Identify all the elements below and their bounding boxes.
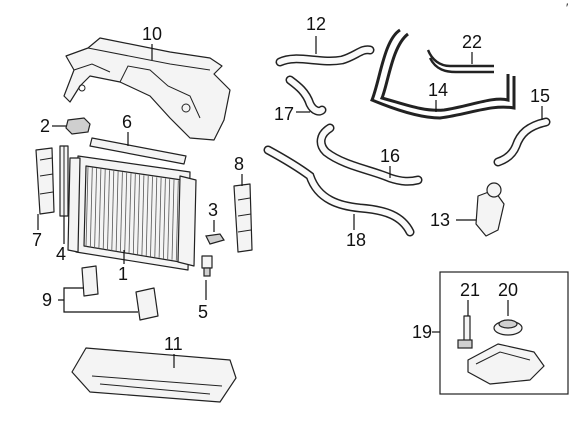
sensor-part-21[interactable] bbox=[457, 315, 473, 349]
callout-6: 6 bbox=[122, 112, 132, 132]
radiator-fin bbox=[115, 171, 119, 252]
callout-15: 15 bbox=[530, 86, 550, 106]
callout-18: 18 bbox=[346, 230, 366, 250]
callout-12: 12 bbox=[306, 14, 326, 34]
radiator-fin bbox=[85, 166, 89, 248]
callout-3: 3 bbox=[208, 200, 218, 220]
side-seal-part-4[interactable] bbox=[59, 145, 69, 217]
reservoir-part-19[interactable] bbox=[467, 343, 545, 385]
callout-8: 8 bbox=[234, 154, 244, 174]
bracket-part-9b[interactable] bbox=[135, 287, 159, 321]
radiator-fin bbox=[132, 174, 136, 255]
radiator-fin bbox=[111, 170, 115, 251]
radiator-fin bbox=[98, 168, 102, 249]
radiator-fin bbox=[137, 174, 140, 255]
radiator-fin bbox=[150, 176, 153, 257]
reservoir-group-box bbox=[439, 271, 569, 395]
bracket-part-2[interactable] bbox=[65, 117, 91, 135]
radiator-part-1[interactable] bbox=[67, 155, 197, 271]
callout-11: 11 bbox=[164, 334, 183, 354]
outlet-fitting-part-13[interactable] bbox=[475, 182, 505, 237]
upper-hose-part-12[interactable] bbox=[275, 45, 375, 67]
radiator-fin bbox=[124, 172, 128, 253]
callout-2: 2 bbox=[40, 116, 50, 136]
cap-part-20[interactable] bbox=[493, 319, 523, 336]
callout-10: 10 bbox=[142, 24, 162, 44]
radiator-fins bbox=[85, 166, 179, 261]
bracket-part-9a[interactable] bbox=[81, 265, 99, 297]
tube-assembly-part-14[interactable] bbox=[370, 28, 516, 120]
radiator-fin bbox=[158, 177, 162, 258]
small-hose-part-17[interactable] bbox=[285, 75, 327, 116]
radiator-fin bbox=[171, 179, 175, 260]
radiator-fin bbox=[107, 170, 110, 251]
callout-19: 19 bbox=[412, 322, 432, 342]
leader-9 bbox=[58, 287, 138, 313]
side-baffle-part-8[interactable] bbox=[233, 183, 253, 253]
radiator-fin bbox=[154, 177, 158, 258]
callout-1: 1 bbox=[118, 264, 128, 284]
callout-22: 22 bbox=[462, 32, 482, 52]
callout-20: 20 bbox=[498, 280, 518, 300]
callout-14: 14 bbox=[428, 80, 448, 100]
radiator-fin bbox=[94, 168, 97, 249]
callout-4: 4 bbox=[56, 244, 66, 264]
hose-part-15[interactable] bbox=[493, 117, 551, 167]
callout-7: 7 bbox=[32, 230, 42, 250]
seal-strip-part-6[interactable] bbox=[89, 137, 187, 165]
side-deflector-part-7[interactable] bbox=[35, 147, 55, 215]
drain-plug-part-5[interactable] bbox=[201, 255, 213, 277]
radiator-fin bbox=[175, 180, 179, 261]
radiator-fin bbox=[167, 179, 171, 260]
mount-part-3[interactable] bbox=[205, 233, 225, 245]
lower-deflector-part-11[interactable] bbox=[71, 347, 237, 403]
radiator-fin bbox=[163, 178, 166, 259]
hose-part-16[interactable] bbox=[316, 123, 423, 186]
radiator-fin bbox=[145, 175, 149, 256]
radiator-fin bbox=[141, 175, 145, 256]
radiator-fin bbox=[120, 172, 123, 253]
callout-9: 9 bbox=[42, 290, 52, 310]
radiator-fin bbox=[128, 173, 132, 254]
radiator-support-part[interactable] bbox=[63, 37, 231, 141]
radiator-fin bbox=[102, 169, 106, 250]
callout-17: 17 bbox=[274, 104, 294, 124]
line-part-22[interactable] bbox=[426, 49, 494, 74]
radiator-fin bbox=[89, 167, 93, 248]
callout-13: 13 bbox=[430, 210, 450, 230]
callout-5: 5 bbox=[198, 302, 208, 322]
callout-16: 16 bbox=[380, 146, 400, 166]
callout-21: 21 bbox=[460, 280, 480, 300]
pipe-part-18[interactable] bbox=[263, 145, 415, 237]
corner-mark: ′ bbox=[566, 1, 569, 15]
